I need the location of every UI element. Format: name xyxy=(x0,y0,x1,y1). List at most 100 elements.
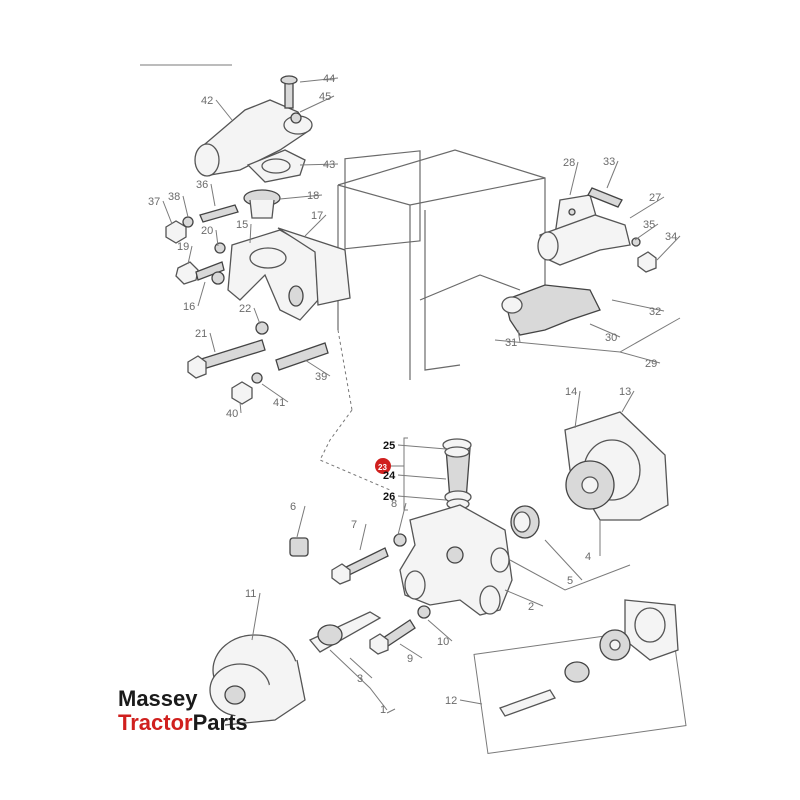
outlet-elbow-42 xyxy=(194,75,313,177)
bracket-23 xyxy=(403,437,408,511)
leader-15 xyxy=(249,223,252,244)
leader-44 xyxy=(299,77,339,83)
callout-5[interactable]: 5 xyxy=(567,575,573,587)
callout-20[interactable]: 20 xyxy=(201,225,213,237)
washer-10 xyxy=(417,605,431,619)
plug-6 xyxy=(289,537,309,557)
leader-3 xyxy=(349,657,373,679)
callout-6[interactable]: 6 xyxy=(290,501,296,513)
leader-13 xyxy=(621,390,635,413)
leader-24 xyxy=(397,474,447,480)
callout-35[interactable]: 35 xyxy=(643,219,655,231)
leader-2 xyxy=(504,589,544,607)
leader-5 xyxy=(544,539,583,581)
stud-39 xyxy=(275,342,329,371)
callout-1[interactable]: 1 xyxy=(380,704,386,716)
callout-29[interactable]: 29 xyxy=(645,358,657,370)
callout-30[interactable]: 30 xyxy=(605,332,617,344)
callout-22[interactable]: 22 xyxy=(239,303,251,315)
callout-45[interactable]: 45 xyxy=(319,91,331,103)
leader-1 xyxy=(329,649,388,711)
callout-28[interactable]: 28 xyxy=(563,157,575,169)
leader-8 xyxy=(397,502,407,536)
callout-37[interactable]: 37 xyxy=(148,196,160,208)
leader-39 xyxy=(304,359,331,377)
gasket-43 xyxy=(246,149,306,183)
callout-11[interactable]: 11 xyxy=(245,588,256,600)
callout-38[interactable]: 38 xyxy=(168,191,180,203)
bolt-7 xyxy=(331,547,389,585)
callout-33[interactable]: 33 xyxy=(603,156,615,168)
callout-26[interactable]: 26 xyxy=(383,491,395,503)
leader-21 xyxy=(209,332,216,353)
leader-36 xyxy=(210,183,216,207)
leader-19 xyxy=(187,245,193,265)
bracket-4 xyxy=(509,559,631,591)
leader-10 xyxy=(427,619,453,642)
leader-42 xyxy=(215,99,233,121)
callout-34[interactable]: 34 xyxy=(665,231,677,243)
callout-19[interactable]: 19 xyxy=(177,241,189,253)
washer-8 xyxy=(393,533,407,547)
highlight-label-23: 23 xyxy=(378,463,387,472)
callout-27[interactable]: 27 xyxy=(649,192,661,204)
leader-30 xyxy=(589,323,621,338)
leader-1 xyxy=(386,708,396,714)
callout-7[interactable]: 7 xyxy=(351,519,357,531)
callout-12[interactable]: 12 xyxy=(445,695,457,707)
callout-43[interactable]: 43 xyxy=(323,159,335,171)
callout-10[interactable]: 10 xyxy=(437,636,449,648)
highlight-marker-23[interactable] xyxy=(375,458,391,474)
callout-4[interactable]: 4 xyxy=(585,551,591,563)
callout-13[interactable]: 13 xyxy=(619,386,631,398)
callout-41[interactable]: 41 xyxy=(273,397,285,409)
seal-5 xyxy=(510,505,540,539)
leader-28 xyxy=(569,161,579,196)
leader-31 xyxy=(517,329,521,343)
callout-17[interactable]: 17 xyxy=(311,210,323,222)
leader-40 xyxy=(239,401,242,414)
callout-2[interactable]: 2 xyxy=(528,601,534,613)
small-hardware-left xyxy=(165,204,269,335)
callout-32[interactable]: 32 xyxy=(649,306,661,318)
massey-tractor-parts-logo: Massey TractorParts xyxy=(118,686,248,735)
callout-25[interactable]: 25 xyxy=(383,440,395,452)
hose-24-assembly xyxy=(442,438,472,510)
callout-8[interactable]: 8 xyxy=(391,498,397,510)
leader-27 xyxy=(629,196,665,219)
gasket-17 xyxy=(277,227,351,306)
leader-17 xyxy=(304,214,327,237)
leader-37 xyxy=(162,200,173,225)
thermostat-18 xyxy=(243,189,281,219)
leader-9 xyxy=(399,643,423,659)
callout-31[interactable]: 31 xyxy=(505,337,517,349)
callout-15[interactable]: 15 xyxy=(236,219,248,231)
water-pump-body-2 xyxy=(399,504,513,616)
callout-39[interactable]: 39 xyxy=(315,371,327,383)
callout-44[interactable]: 44 xyxy=(323,73,335,85)
bolt-9 xyxy=(369,619,416,655)
callout-42[interactable]: 42 xyxy=(201,95,213,107)
callout-14[interactable]: 14 xyxy=(565,386,577,398)
shaft-3 xyxy=(308,611,382,653)
leader-25 xyxy=(397,444,447,450)
leader-18 xyxy=(279,194,323,200)
callout-36[interactable]: 36 xyxy=(196,179,208,191)
callout-18[interactable]: 18 xyxy=(307,190,319,202)
stud-33 xyxy=(587,187,623,208)
callout-40[interactable]: 40 xyxy=(226,408,238,420)
water-outlet-housing-15 xyxy=(227,229,319,321)
leader-35 xyxy=(634,223,659,241)
hose-30 xyxy=(501,284,601,336)
leader-32 xyxy=(611,299,665,312)
callout-16[interactable]: 16 xyxy=(183,301,195,313)
leader-12 xyxy=(459,699,483,705)
leader-45 xyxy=(299,95,335,113)
callout-24[interactable]: 24 xyxy=(383,470,396,482)
stud-21 xyxy=(187,339,266,379)
callout-9[interactable]: 9 xyxy=(407,653,413,665)
callout-21[interactable]: 21 xyxy=(195,328,207,340)
leader-34 xyxy=(656,235,681,261)
callout-3[interactable]: 3 xyxy=(357,673,363,685)
